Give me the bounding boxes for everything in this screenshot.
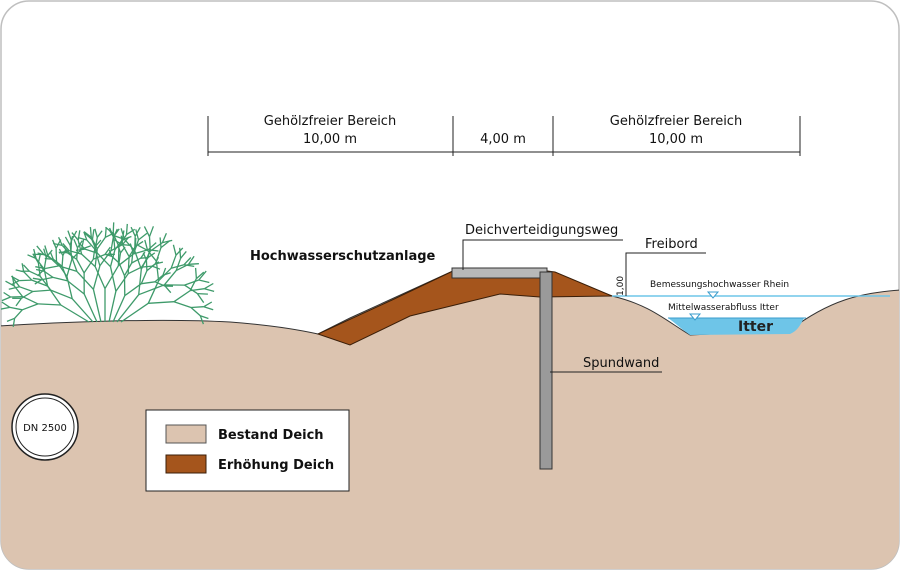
shrub-branch [62,256,63,267]
shrub-branch [135,236,136,251]
path-label: Deichverteidigungsweg [465,223,618,238]
dim-left-value: 10,00 m [303,132,357,147]
shrub-branch [150,237,151,251]
structure-label: Hochwasserschutzanlage [250,249,436,264]
legend-swatch-raised [166,455,206,473]
shrub-branch [113,222,114,233]
shrub-branch [189,264,199,265]
legend-swatch-existing [166,425,206,443]
legend-label-existing: Bestand Deich [218,428,324,443]
sheet-pile-label: Spundwand [583,356,659,371]
river-label: Itter [738,319,773,335]
freeboard-label: Freibord [645,237,698,252]
shrub-branch [19,280,32,281]
mean-flow-label: Mittelwasserabfluss Itter [668,303,779,313]
shrub-branch [160,237,161,247]
sheet-pile-wall [540,272,552,469]
pipe-label: DN 2500 [23,423,67,434]
dim-left-title: Gehölzfreier Bereich [264,114,396,129]
shrub-branch [146,260,147,271]
shrub-branch [127,224,128,235]
defence-path [452,268,547,278]
legend-box [146,410,349,491]
shrub-branch [197,294,208,295]
shrub-branch [71,241,72,255]
shrub-branch [180,248,181,258]
dim-right-value: 10,00 m [649,132,703,147]
freeboard-value: 1,00 [616,276,626,296]
dim-right-title: Gehölzfreier Bereich [610,114,742,129]
shrub-branch [128,257,129,274]
legend-label-raised: Erhöhung Deich [218,458,334,473]
design-flood-label: Bemessungshochwasser Rhein [650,280,789,290]
shrub-branch [196,268,197,279]
shrub-branch [191,307,204,308]
dim-middle-value: 4,00 m [480,132,526,147]
shrub-branch [105,227,106,237]
shrub-branch [90,227,91,237]
river-water [668,318,804,335]
